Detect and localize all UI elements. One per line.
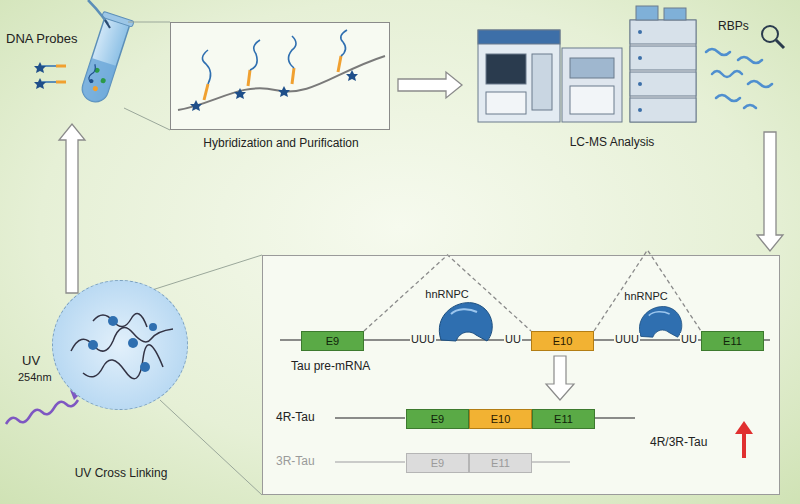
splice-line — [594, 250, 701, 331]
flow-arrow — [398, 72, 462, 98]
exon-label: E9 — [326, 335, 339, 348]
exon-box: E11 — [701, 331, 764, 351]
node-label: DNA Probes — [6, 32, 78, 47]
exon-box: E9 — [406, 409, 469, 429]
flow-arrow — [59, 124, 85, 293]
exon-label: E10 — [553, 335, 573, 348]
text-label: 4R-Tau — [276, 411, 315, 425]
splice-line — [364, 255, 531, 331]
rna-squiggles — [53, 281, 189, 411]
text-label: UUU — [614, 333, 640, 346]
text-label: hnRNPC — [624, 290, 667, 303]
text-label: UUU — [410, 333, 436, 346]
protein-label: RBPs — [718, 20, 749, 34]
text-label: 4R/3R-Tau — [650, 436, 707, 450]
hybridization-box: Hybridization and Purification — [170, 22, 390, 130]
exon-box: E9 — [301, 331, 364, 351]
exon-box: E9 — [406, 453, 469, 473]
exon-label: E11 — [491, 457, 510, 470]
text-label: UU — [680, 333, 698, 346]
exon-label: E11 — [723, 335, 742, 348]
exon-label: E9 — [431, 413, 444, 426]
text-label: 3R-Tau — [276, 455, 315, 469]
process-group: DNA Probes — [4, 18, 160, 118]
exon-box: E11 — [532, 409, 595, 429]
exon-label: E10 — [491, 413, 511, 426]
flow-arrow — [757, 132, 783, 251]
text-label: UV — [22, 354, 40, 369]
node-label: UV Cross Linking — [75, 467, 168, 481]
crosslink-circle: UV Cross Linking — [52, 280, 188, 410]
exon-box: E10 — [469, 409, 532, 429]
text-label: hnRNPC — [425, 288, 468, 301]
node-label: Tau pre-mRNA — [291, 360, 370, 374]
text-label: UU — [504, 333, 522, 346]
node-label: LC-MS Analysis — [570, 136, 655, 150]
tube — [76, 11, 134, 106]
exon-label: E9 — [431, 457, 444, 470]
exon-box: E11 — [469, 453, 532, 473]
node-label: Hybridization and Purification — [203, 137, 358, 151]
splicing-panel: Tau pre-mRNAE9E10E11E9E10E11E9E11 — [262, 255, 780, 495]
exon-label: E11 — [554, 413, 573, 426]
exon-box: E10 — [531, 331, 594, 351]
text-label: 254nm — [18, 371, 52, 384]
